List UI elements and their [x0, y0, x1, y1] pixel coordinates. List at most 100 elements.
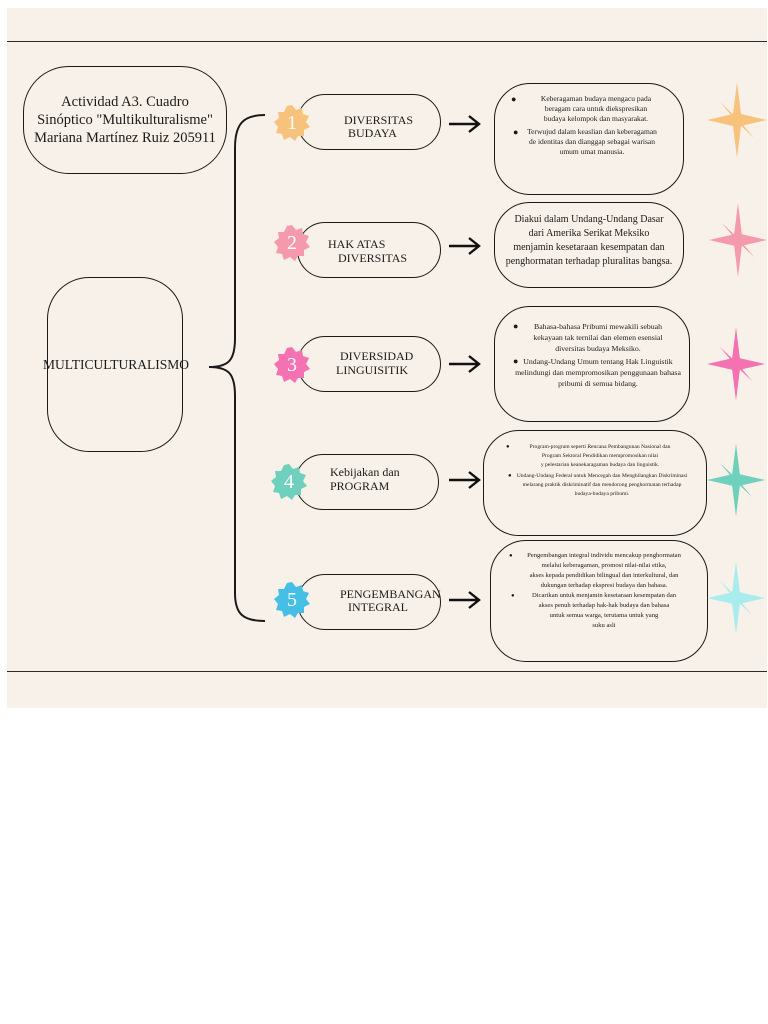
description-item: ● Pengembangan integral individu mencaku…	[491, 551, 707, 591]
sparkle-star-icon	[709, 203, 767, 277]
description-box-2: Diakui dalam Undang-Undang Dasar dari Am…	[494, 202, 684, 288]
category-label: DIVERSIDAD	[340, 349, 414, 363]
description-line: Program Sektoral Pendidikan mempromosika…	[541, 453, 659, 459]
badge-number: 1	[287, 111, 297, 134]
title-text: Actividad A3. Cuadro Sinóptico "Multikul…	[34, 93, 216, 147]
badge-number: 2	[287, 231, 297, 254]
description-line: melindungi dan mempromosikan penggunaan …	[515, 368, 681, 377]
category-label: INTEGRAL	[348, 600, 408, 614]
number-badge-4: 4	[270, 463, 308, 501]
main-topic-box: MULTICULTURALISMO	[43, 277, 189, 452]
description-line: de identitas dan dianggap sebagai warisa…	[529, 137, 655, 146]
description-line: pribumi di semua bidang.	[558, 379, 638, 388]
description-line: umum umat manusia.	[559, 147, 625, 156]
description-line: Bahasa-bahasa Pribumi mewakili sebuah	[534, 322, 662, 331]
description-line: Program-program seperti Rencana Pembangu…	[529, 444, 671, 450]
description-line: Undang-Undang Umum tentang Hak Linguisti…	[523, 357, 673, 366]
category-label: BUDAYA	[348, 126, 397, 140]
sparkle-star-icon	[707, 327, 765, 401]
curly-brace-connector	[208, 114, 266, 622]
title-line: Sinóptico "Multikulturalisme"	[37, 112, 213, 128]
description-line: suku asli	[592, 622, 616, 629]
description-item: ● Undang-Undang Umum tentang Hak Linguis…	[495, 356, 689, 389]
description-line: untuk semua warga, terutama untuk yang	[549, 612, 659, 619]
bullet-icon: ●	[509, 553, 513, 559]
badge-number: 5	[287, 588, 297, 611]
description-box-1: ● Keberagaman budaya mengacu pada beraga…	[494, 83, 684, 195]
description-list: ● Keberagaman budaya mengacu pada beraga…	[495, 94, 683, 157]
description-list: ● Program-program seperti Rencana Pemban…	[484, 443, 706, 499]
flower-badge-shape	[274, 582, 310, 618]
category-label: PROGRAM	[330, 479, 390, 493]
category-box-diversitas-budaya: DIVERSITAS BUDAYA	[297, 94, 441, 150]
description-line: diversitas budaya Meksiko.	[555, 344, 641, 353]
bullet-icon: ●	[513, 127, 519, 137]
description-line: melalui keberagaman, promosi nilai-nilai…	[541, 562, 667, 569]
description-box-3: ● Bahasa-bahasa Pribumi mewakili sebuah …	[494, 306, 690, 422]
number-badge-3: 3	[273, 346, 311, 384]
category-label: PENGEMBANGAN	[340, 587, 441, 601]
title-line: Actividad A3. Cuadro	[61, 94, 189, 110]
description-list: ● Bahasa-bahasa Pribumi mewakili sebuah …	[495, 321, 689, 389]
number-badge-2: 2	[273, 224, 311, 262]
description-line: beragam cara untuk diekspresikan	[544, 104, 648, 113]
flower-badge-shape	[271, 464, 307, 500]
category-label: DIVERSITAS	[338, 251, 408, 265]
flower-badge-shape	[274, 225, 310, 261]
main-topic-label: MULTICULTURALISMO	[43, 356, 190, 372]
flower-badge-shape	[274, 105, 310, 141]
description-item: ● Terwujud dalam keaslian dan keberagama…	[495, 127, 683, 157]
description-item: ● Undang-Undang Federal untuk Mencegah d…	[484, 472, 706, 499]
description-line: penghormatan terhadap pluralitas bangsa.	[505, 256, 673, 267]
right-arrow-icon	[449, 471, 481, 489]
slide-canvas: Actividad A3. Cuadro Sinóptico "Multikul…	[7, 8, 767, 708]
description-line: Diakui dalam Undang-Undang Dasar	[514, 214, 664, 225]
bullet-icon: ●	[511, 94, 517, 104]
description-line: dari Amerika Serikat Meksiko	[528, 228, 650, 239]
bullet-icon: ●	[513, 356, 519, 366]
description-line: budaya kelompok dan masyarakat.	[543, 114, 649, 123]
description-line: budaya-budaya pribumi.	[574, 491, 630, 497]
sparkle-star-icon	[707, 561, 765, 635]
bottom-divider-line	[7, 671, 767, 672]
badge-number: 4	[284, 470, 294, 493]
description-box-5: ● Pengembangan integral individu mencaku…	[490, 540, 708, 662]
description-line: y pelestarian keanekaragaman budaya dan …	[540, 462, 660, 468]
description-box-4: ● Program-program seperti Rencana Pemban…	[483, 430, 707, 536]
number-badge-1: 1	[273, 104, 311, 142]
title-box: Actividad A3. Cuadro Sinóptico "Multikul…	[23, 66, 227, 174]
description-line: Dicarikan untuk menjamin kesetaraan kese…	[531, 592, 677, 599]
category-box-pengembangan-integral: PENGEMBANGAN INTEGRAL	[297, 574, 441, 630]
right-arrow-icon	[449, 355, 481, 373]
right-arrow-icon	[449, 237, 481, 255]
description-line: kekayaan tak ternilai dan elemen esensia…	[533, 333, 663, 342]
right-arrow-icon	[449, 115, 481, 133]
bullet-icon: ●	[508, 473, 512, 479]
description-item: ● Program-program seperti Rencana Pemban…	[484, 443, 706, 470]
top-divider-line	[7, 41, 767, 42]
category-box-diversidad-linguisitik: DIVERSIDAD LINGUISITIK	[297, 336, 441, 392]
description-item: ● Dicarikan untuk menjamin kesetaraan ke…	[491, 591, 707, 631]
category-label: LINGUISITIK	[336, 363, 408, 377]
description-line: Keberagaman budaya mengacu pada	[540, 94, 652, 103]
description-line: menjamin kesetaraan kesempatan dan	[513, 242, 665, 253]
category-box-kebijakan-program: Kebijakan dan PROGRAM	[295, 454, 439, 510]
description-item: ● Keberagaman budaya mengacu pada beraga…	[495, 94, 683, 124]
number-badge-5: 5	[273, 581, 311, 619]
description-line: akses kepada pendidikan bilingual dan in…	[529, 572, 679, 579]
right-arrow-icon	[449, 591, 481, 609]
category-box-hak-atas-diversitas: HAK ATAS DIVERSITAS	[297, 222, 441, 278]
description-item: ● Bahasa-bahasa Pribumi mewakili sebuah …	[495, 321, 689, 354]
description-line: Undang-Undang Federal untuk Mencegah dan…	[516, 473, 688, 479]
category-label: DIVERSITAS	[344, 113, 414, 127]
description-line: Terwujud dalam keaslian dan keberagaman	[527, 127, 657, 136]
sparkle-star-icon	[707, 82, 767, 158]
description-line: dukungan terhadap ekspresi budaya dan ba…	[540, 582, 668, 589]
description-line: akses penuh terhadap hak-hak budaya dan …	[538, 602, 670, 609]
description-line: Pengembangan integral individu mencakup …	[527, 552, 681, 559]
badge-number: 3	[287, 353, 297, 376]
bullet-icon: ●	[506, 444, 510, 450]
flower-badge-shape	[274, 347, 310, 383]
category-label: HAK ATAS	[328, 237, 386, 251]
bullet-icon: ●	[511, 593, 515, 599]
